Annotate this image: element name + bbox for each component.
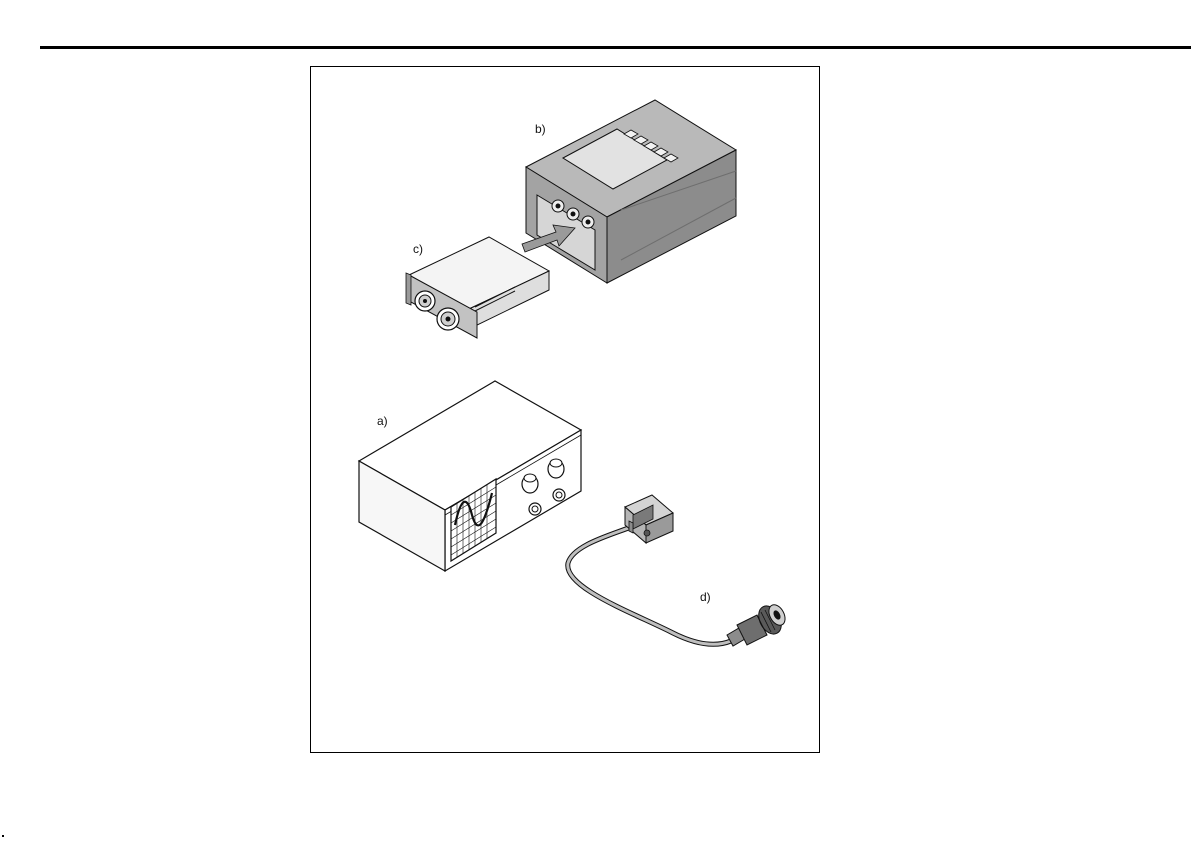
label-c: c) <box>413 242 423 256</box>
label-b: b) <box>535 122 546 136</box>
figure-frame: b) <box>310 66 820 753</box>
analyzer-device-b <box>526 100 736 283</box>
plugin-module-c <box>406 237 549 338</box>
header-rule <box>40 46 1191 49</box>
equipment-diagram: b) <box>311 67 821 754</box>
round-connector <box>727 602 788 646</box>
adapter-cable-d <box>568 495 789 646</box>
dsub-connector <box>625 495 673 543</box>
corner-mark <box>2 835 4 837</box>
oscilloscope-a <box>359 381 581 571</box>
label-d: d) <box>700 590 711 604</box>
label-a: a) <box>377 414 388 428</box>
